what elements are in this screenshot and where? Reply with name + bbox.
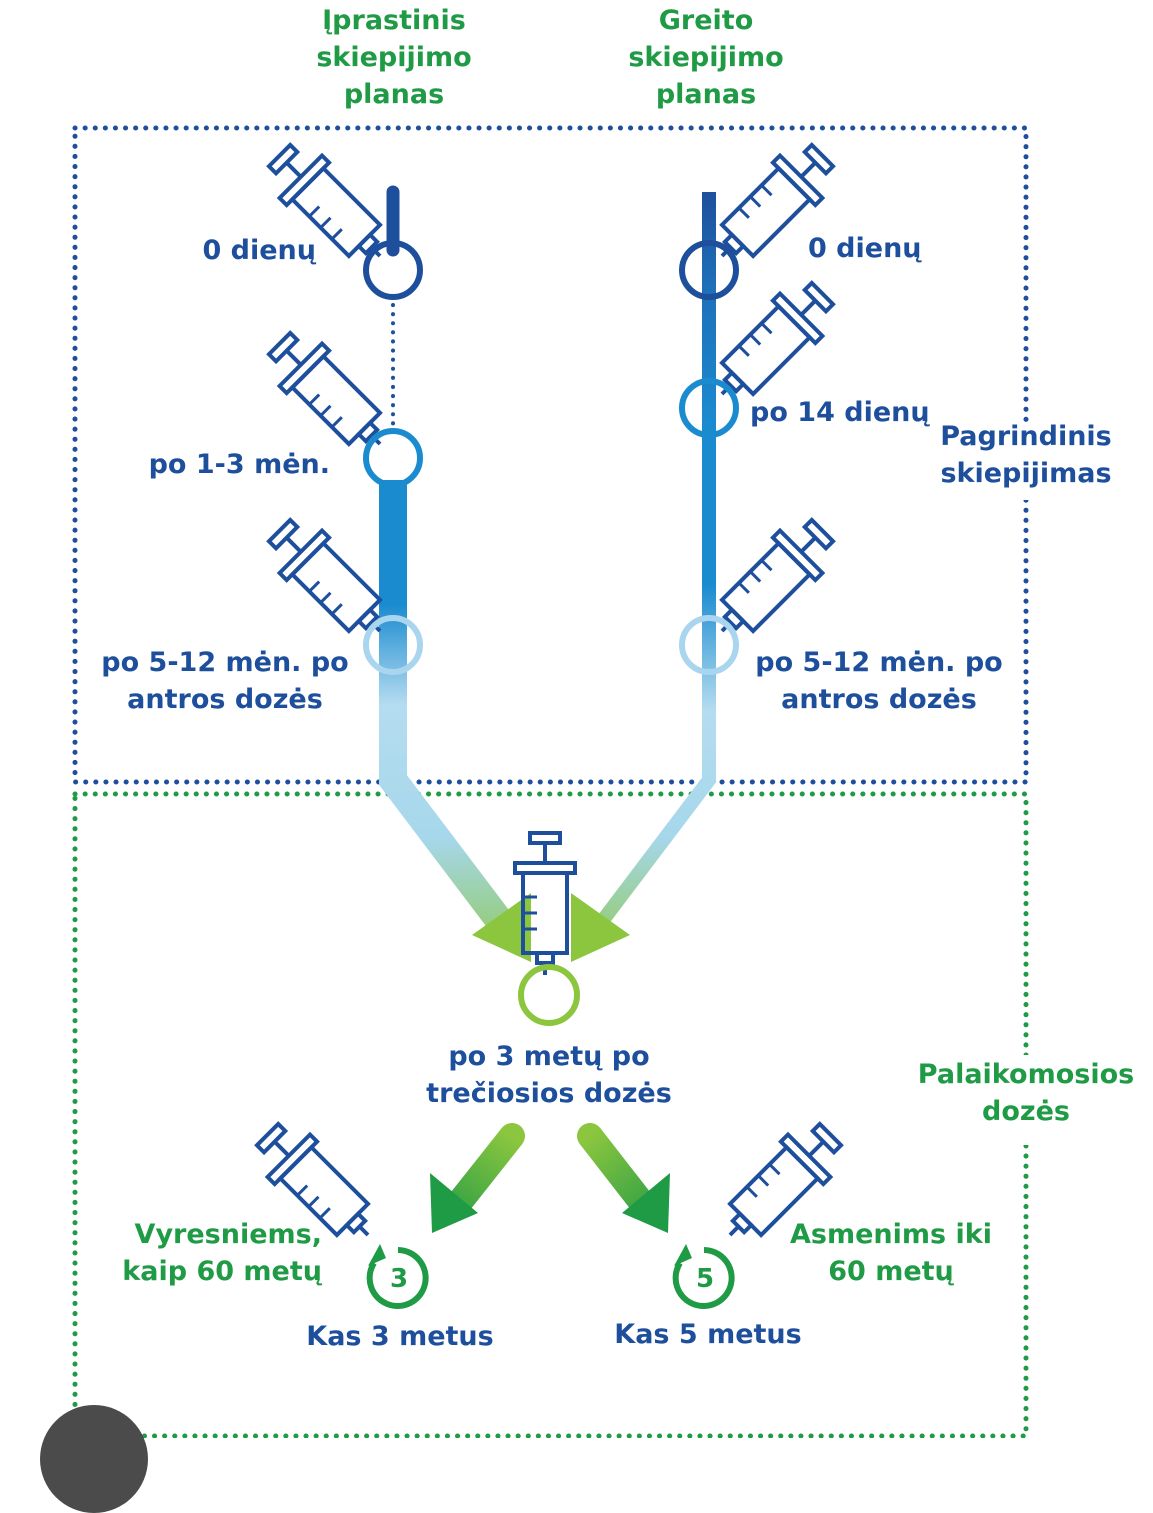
rapid-plan-title: Greito skiepijimo planas xyxy=(628,5,784,110)
rapid-arrowhead xyxy=(571,893,630,962)
booster-arrow-left xyxy=(442,1123,525,1221)
booster-arrowhead-right xyxy=(622,1173,670,1233)
booster-group-label: Vyresniems, kaip 60 metų xyxy=(122,1219,322,1287)
standard-arrowhead xyxy=(472,893,531,962)
dose-circle xyxy=(518,964,580,1026)
standard-plan-title: Įprastinis skiepijimo planas xyxy=(316,5,472,110)
repeat-cycle-icon xyxy=(366,1244,429,1309)
booster-interval-caption: Kas 5 metus xyxy=(614,1319,802,1350)
vaccination-schedule-diagram: 3 5 xyxy=(72,125,1029,1438)
syringe-icon xyxy=(513,831,577,977)
dose-circle xyxy=(679,378,739,438)
booster-group-label: Asmenims iki 60 metų xyxy=(790,1219,992,1287)
rapid-step-label: 0 dienų xyxy=(808,233,922,264)
rapid-step-label: po 14 dienų xyxy=(750,397,930,428)
booster-arrow-right xyxy=(577,1123,659,1221)
booster-step-label: po 3 metų po trečiosios dozės xyxy=(426,1041,672,1109)
standard-step-label: po 1-3 mėn. xyxy=(148,449,330,480)
booster-interval-number: 5 xyxy=(696,1264,714,1294)
booster-section-label: Palaikomosios dozės xyxy=(917,1059,1135,1127)
standard-step-label: 0 dienų xyxy=(202,235,316,266)
syringe-icon xyxy=(701,509,844,652)
standard-step-label: po 5-12 mėn. po antros dozės xyxy=(101,647,349,715)
dose-circle xyxy=(363,615,423,675)
rapid-step-label: po 5-12 mėn. po antros dozės xyxy=(755,647,1003,715)
booster-arrowhead-left xyxy=(430,1173,478,1233)
booster-interval-caption: Kas 3 metus xyxy=(306,1321,494,1352)
avatar[interactable] xyxy=(40,1405,148,1513)
standard-timeline xyxy=(379,480,517,937)
booster-doses-box xyxy=(72,791,1029,1438)
syringe-icon xyxy=(258,322,401,465)
dose-circle xyxy=(679,615,739,675)
rapid-timeline xyxy=(591,192,716,933)
dose-circle xyxy=(363,240,423,300)
booster-interval-number: 3 xyxy=(390,1264,408,1294)
repeat-cycle-icon xyxy=(672,1244,735,1309)
primary-vaccination-box xyxy=(72,125,1029,785)
dose-circle xyxy=(679,240,739,300)
primary-section-label: Pagrindinis skiepijimas xyxy=(940,421,1112,489)
dose-circle xyxy=(363,428,423,488)
